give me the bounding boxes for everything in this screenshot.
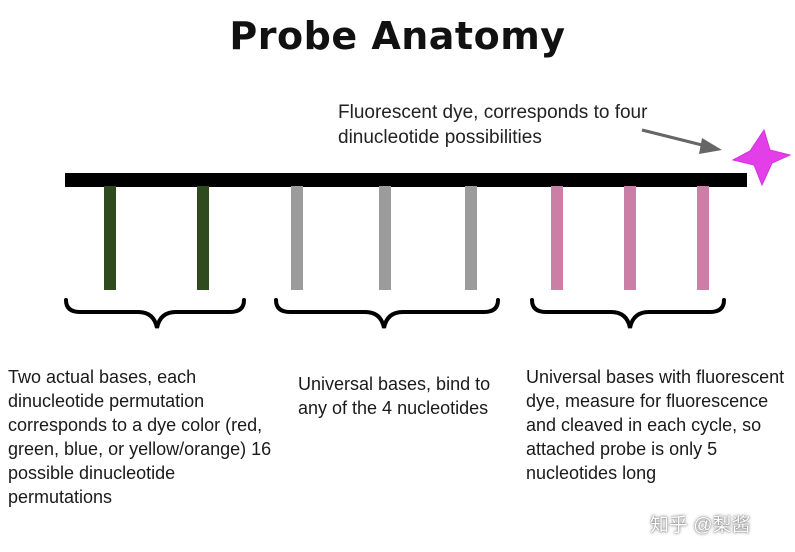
watermark: 知乎 @梨酱 [650,515,751,536]
dye-bases-description: Universal bases with fluorescent dye, me… [526,367,785,483]
dye-base-3 [697,186,709,290]
actual-base-2 [197,186,209,290]
dye-arrow [641,128,707,148]
universal-base-1 [291,186,303,290]
universal-base-3 [465,186,477,290]
actual-base-1 [104,186,116,290]
universal-base-2 [379,186,391,290]
brace-group-3 [530,298,726,329]
diagram-title: Probe Anatomy [229,14,566,58]
dye-base-1 [551,186,563,290]
dye-arrow-head [699,138,722,154]
brace-group-2 [274,298,500,329]
dye-base-2 [624,186,636,290]
universal-bases-description: Universal bases, bind to any of the 4 nu… [298,374,491,418]
brace-group-1 [64,298,246,329]
actual-bases-description: Two actual bases, each dinucleotide perm… [8,367,272,507]
dye-label: Fluorescent dye, corresponds to four din… [338,102,648,148]
fluorescent-dye-star [731,128,792,187]
probe-backbone [65,173,747,187]
